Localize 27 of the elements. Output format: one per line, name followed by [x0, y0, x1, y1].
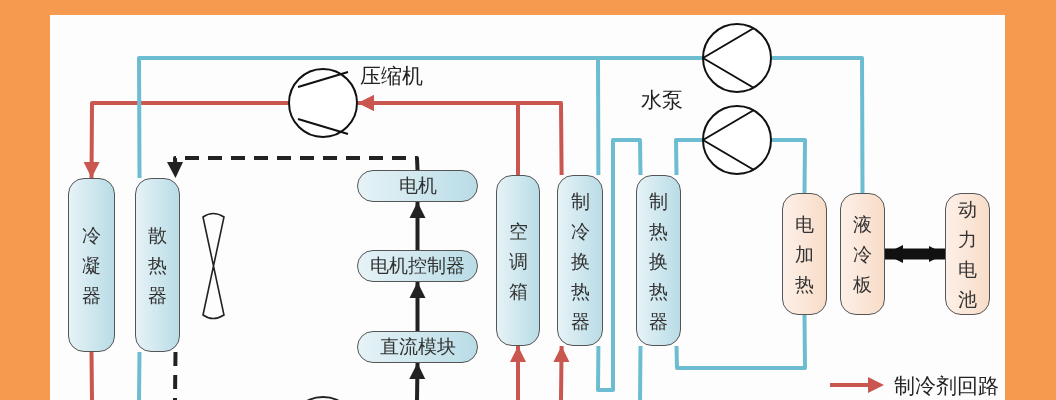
connector-arrow [408, 202, 427, 250]
component-box: 空调箱 [496, 175, 540, 346]
component-box: 动力电池 [945, 193, 990, 315]
component-box: 电加热 [782, 193, 827, 315]
connector-arrow [408, 282, 427, 331]
compressor-symbol [288, 68, 358, 138]
legend-label: 制冷剂回路 [894, 373, 999, 400]
connector-arrow [885, 245, 945, 263]
connector-arrow [408, 362, 427, 400]
connector-arrow [552, 345, 571, 400]
pump-symbol [702, 23, 772, 93]
component-box: 电机 [357, 170, 478, 202]
component-box: 制热换热器 [636, 175, 681, 346]
component-box: 液冷板 [840, 193, 885, 315]
pump-symbol [702, 105, 772, 175]
component-box: 冷凝器 [68, 178, 115, 352]
connector-arrow [674, 138, 702, 176]
component-box: 散热器 [135, 178, 180, 352]
connector-arrow [82, 101, 288, 178]
component-label: 压缩机 [360, 63, 423, 90]
connector-arrow [166, 156, 420, 179]
component-box: 制冷换热器 [557, 175, 603, 346]
connector-arrow [509, 346, 527, 400]
connector-arrow [358, 94, 564, 175]
component-label: 水泵 [641, 87, 683, 114]
component-box: 直流模块 [357, 331, 478, 363]
component-box: 电机控制器 [357, 250, 478, 282]
